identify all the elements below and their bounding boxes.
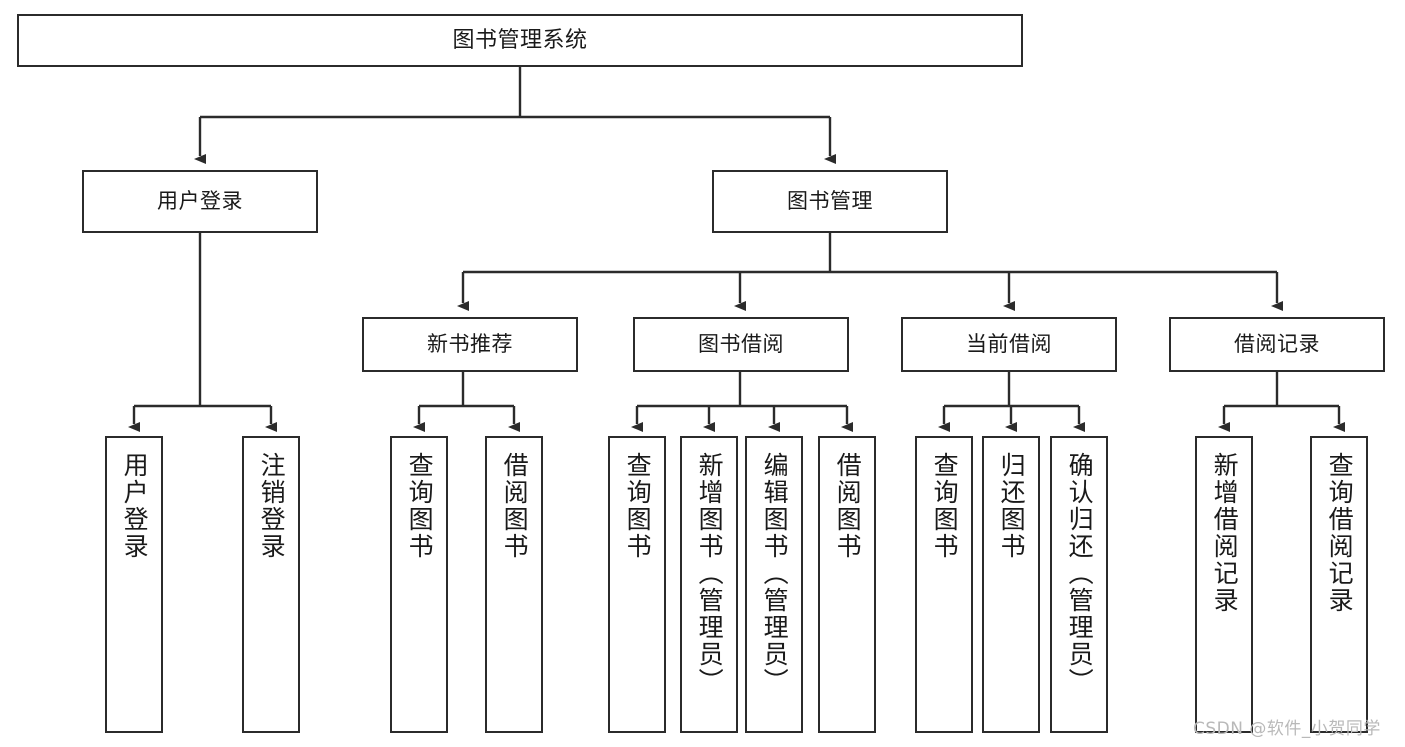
leaf-borrow-book-recommend-label: 借阅图书 [500, 452, 530, 560]
leaf-confirm-return-admin-label: 确认归还（管理员） [1065, 452, 1095, 695]
node-book-borrow[interactable]: 图书借阅 [633, 317, 849, 372]
leaf-query-book-current-label: 查询图书 [930, 452, 960, 560]
leaf-borrow-book[interactable]: 借阅图书 [818, 436, 876, 733]
leaf-user-login-label: 用户登录 [120, 452, 150, 560]
node-book-borrow-label: 图书借阅 [698, 332, 784, 357]
leaf-add-borrow-record-label: 新增借阅记录 [1210, 452, 1240, 614]
leaf-query-book-current[interactable]: 查询图书 [915, 436, 973, 733]
watermark: CSDN @软件_小贺同学 [1193, 719, 1381, 739]
leaf-return-book[interactable]: 归还图书 [982, 436, 1040, 733]
node-user-login-label: 用户登录 [157, 189, 243, 214]
leaf-query-borrow-record-label: 查询借阅记录 [1325, 452, 1355, 614]
leaf-query-borrow-record[interactable]: 查询借阅记录 [1310, 436, 1368, 733]
leaf-query-book-recommend[interactable]: 查询图书 [390, 436, 448, 733]
node-borrow-record-label: 借阅记录 [1234, 332, 1320, 357]
node-book-manage-label: 图书管理 [787, 189, 873, 214]
node-current-borrow-label: 当前借阅 [966, 332, 1052, 357]
leaf-logout[interactable]: 注销登录 [242, 436, 300, 733]
leaf-logout-label: 注销登录 [257, 452, 287, 560]
node-current-borrow[interactable]: 当前借阅 [901, 317, 1117, 372]
node-new-book-recommend[interactable]: 新书推荐 [362, 317, 578, 372]
leaf-confirm-return-admin[interactable]: 确认归还（管理员） [1050, 436, 1108, 733]
leaf-return-book-label: 归还图书 [997, 452, 1027, 560]
leaf-add-book-admin-label: 新增图书（管理员） [695, 452, 725, 695]
node-user-login[interactable]: 用户登录 [82, 170, 318, 233]
leaf-add-book-admin[interactable]: 新增图书（管理员） [680, 436, 738, 733]
leaf-borrow-book-label: 借阅图书 [833, 452, 863, 560]
leaf-query-book-borrow[interactable]: 查询图书 [608, 436, 666, 733]
node-book-manage[interactable]: 图书管理 [712, 170, 948, 233]
node-root-label: 图书管理系统 [452, 27, 588, 53]
leaf-edit-book-admin-label: 编辑图书（管理员） [760, 452, 790, 695]
node-root[interactable]: 图书管理系统 [17, 14, 1023, 67]
leaf-query-book-recommend-label: 查询图书 [405, 452, 435, 560]
leaf-edit-book-admin[interactable]: 编辑图书（管理员） [745, 436, 803, 733]
node-new-book-recommend-label: 新书推荐 [427, 332, 513, 357]
leaf-borrow-book-recommend[interactable]: 借阅图书 [485, 436, 543, 733]
leaf-add-borrow-record[interactable]: 新增借阅记录 [1195, 436, 1253, 733]
leaf-user-login[interactable]: 用户登录 [105, 436, 163, 733]
leaf-query-book-borrow-label: 查询图书 [623, 452, 653, 560]
node-borrow-record[interactable]: 借阅记录 [1169, 317, 1385, 372]
